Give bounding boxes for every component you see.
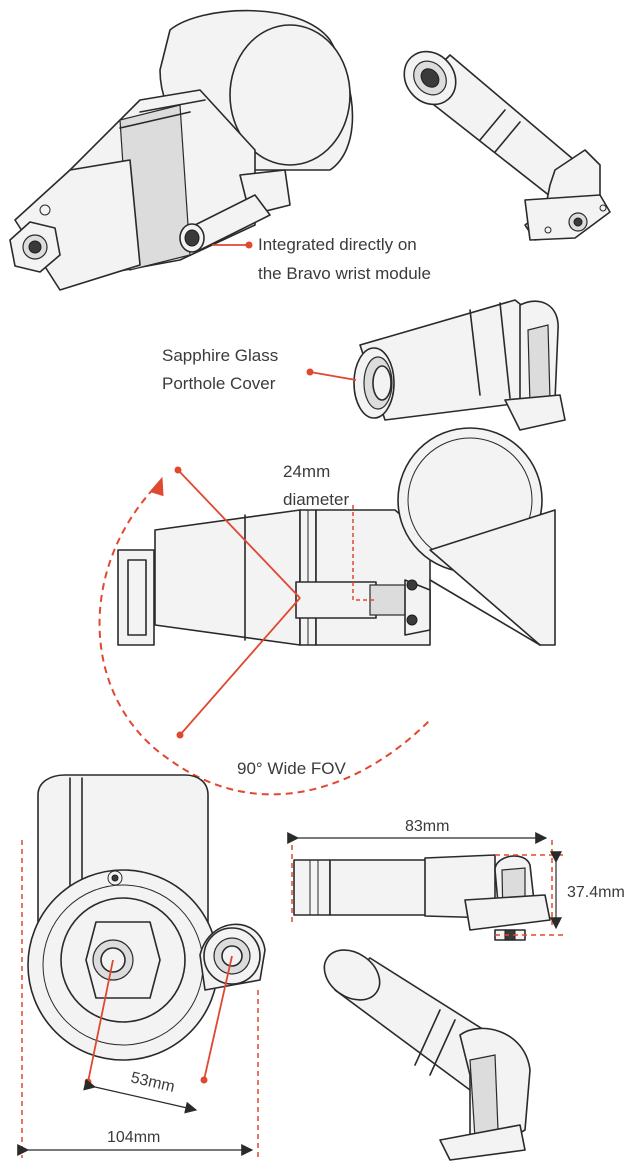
camera-bracket-illustration-bottom	[323, 949, 531, 1161]
sapphire-label-line2: Porthole Cover	[162, 374, 276, 393]
diameter-label-line2: diameter	[283, 490, 349, 509]
wrist-module-illustration	[9, 9, 354, 291]
integrated-label-line2: the Bravo wrist module	[258, 264, 431, 283]
height-dimension: 37.4mm	[567, 884, 625, 901]
camera-bracket-illustration-top	[403, 50, 611, 241]
sapphire-label-line1: Sapphire Glass	[162, 346, 278, 365]
integrated-label-line1: Integrated directly on	[258, 235, 417, 254]
width-dimension: 104mm	[107, 1129, 160, 1146]
diameter-label-line1: 24mm	[283, 462, 330, 481]
offset-dimension: 53mm	[129, 1069, 176, 1096]
fov-side-view-illustration	[117, 427, 556, 646]
length-dimension: 83mm	[405, 818, 449, 835]
fov-label: 90° Wide FOV	[237, 759, 346, 778]
front-view-illustration	[27, 774, 266, 1061]
camera-sapphire-illustration	[353, 299, 566, 431]
fov-arc	[98, 479, 431, 796]
side-view-illustration	[293, 854, 551, 941]
